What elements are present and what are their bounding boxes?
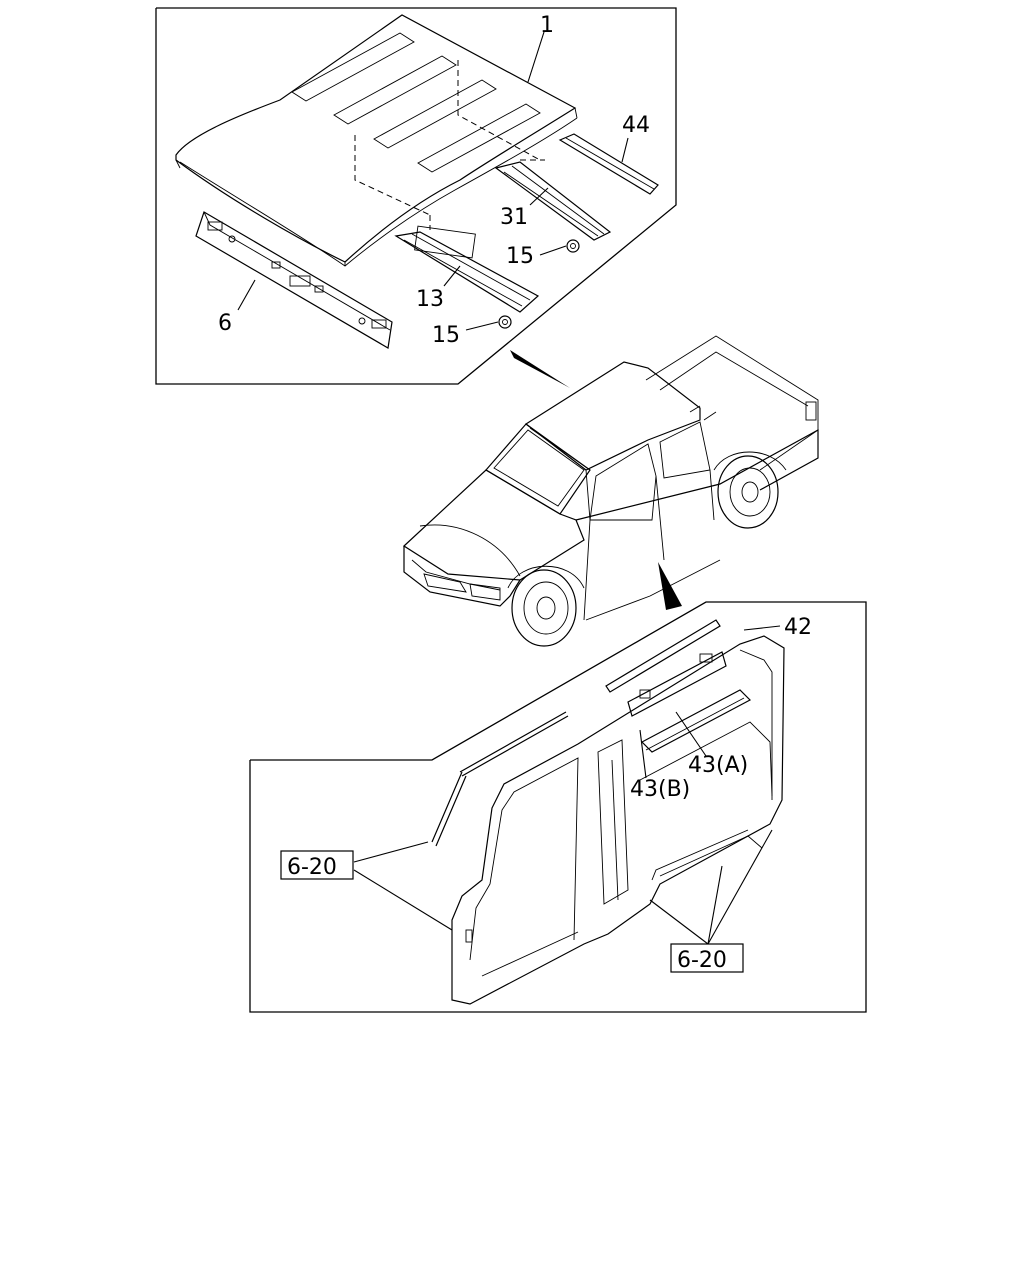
roof-bow-front [394, 225, 540, 313]
ref-box-right [670, 943, 744, 973]
callout-43b: 43(B) [630, 777, 690, 802]
reinforcement-a [641, 689, 751, 753]
callout-1: 1 [540, 13, 554, 38]
callout-42: 42 [784, 615, 812, 640]
clip-front [498, 315, 512, 329]
roof-rail-front [195, 211, 393, 349]
roof-inset: 1 44 31 15 13 15 6 [155, 7, 677, 385]
ref-box-left [280, 850, 354, 880]
callout-44: 44 [622, 113, 650, 138]
side-frame-inset-frame [249, 601, 867, 1013]
ref-label-right: 6-20 [677, 948, 727, 973]
callout-15-rear: 15 [506, 244, 534, 269]
side-frame-body [451, 635, 785, 1005]
callout-43a: 43(A) [688, 753, 748, 778]
callout-6: 6 [218, 311, 232, 336]
drip-molding [605, 619, 721, 693]
roof-panel [175, 14, 578, 267]
callout-13: 13 [416, 287, 444, 312]
ref-label-left: 6-20 [287, 855, 337, 880]
clip-rear [566, 239, 580, 253]
roof-inset-frame [155, 7, 677, 385]
callout-15-front: 15 [432, 323, 460, 348]
side-frame-inset: 6-20 6-20 42 43(A) 43(B) [249, 601, 867, 1013]
pointer-arrow-top [510, 350, 570, 388]
callout-31: 31 [500, 205, 528, 230]
roof-bow-rear [494, 161, 612, 241]
pickup-truck [403, 335, 819, 647]
roof-rail-rear [558, 133, 659, 195]
